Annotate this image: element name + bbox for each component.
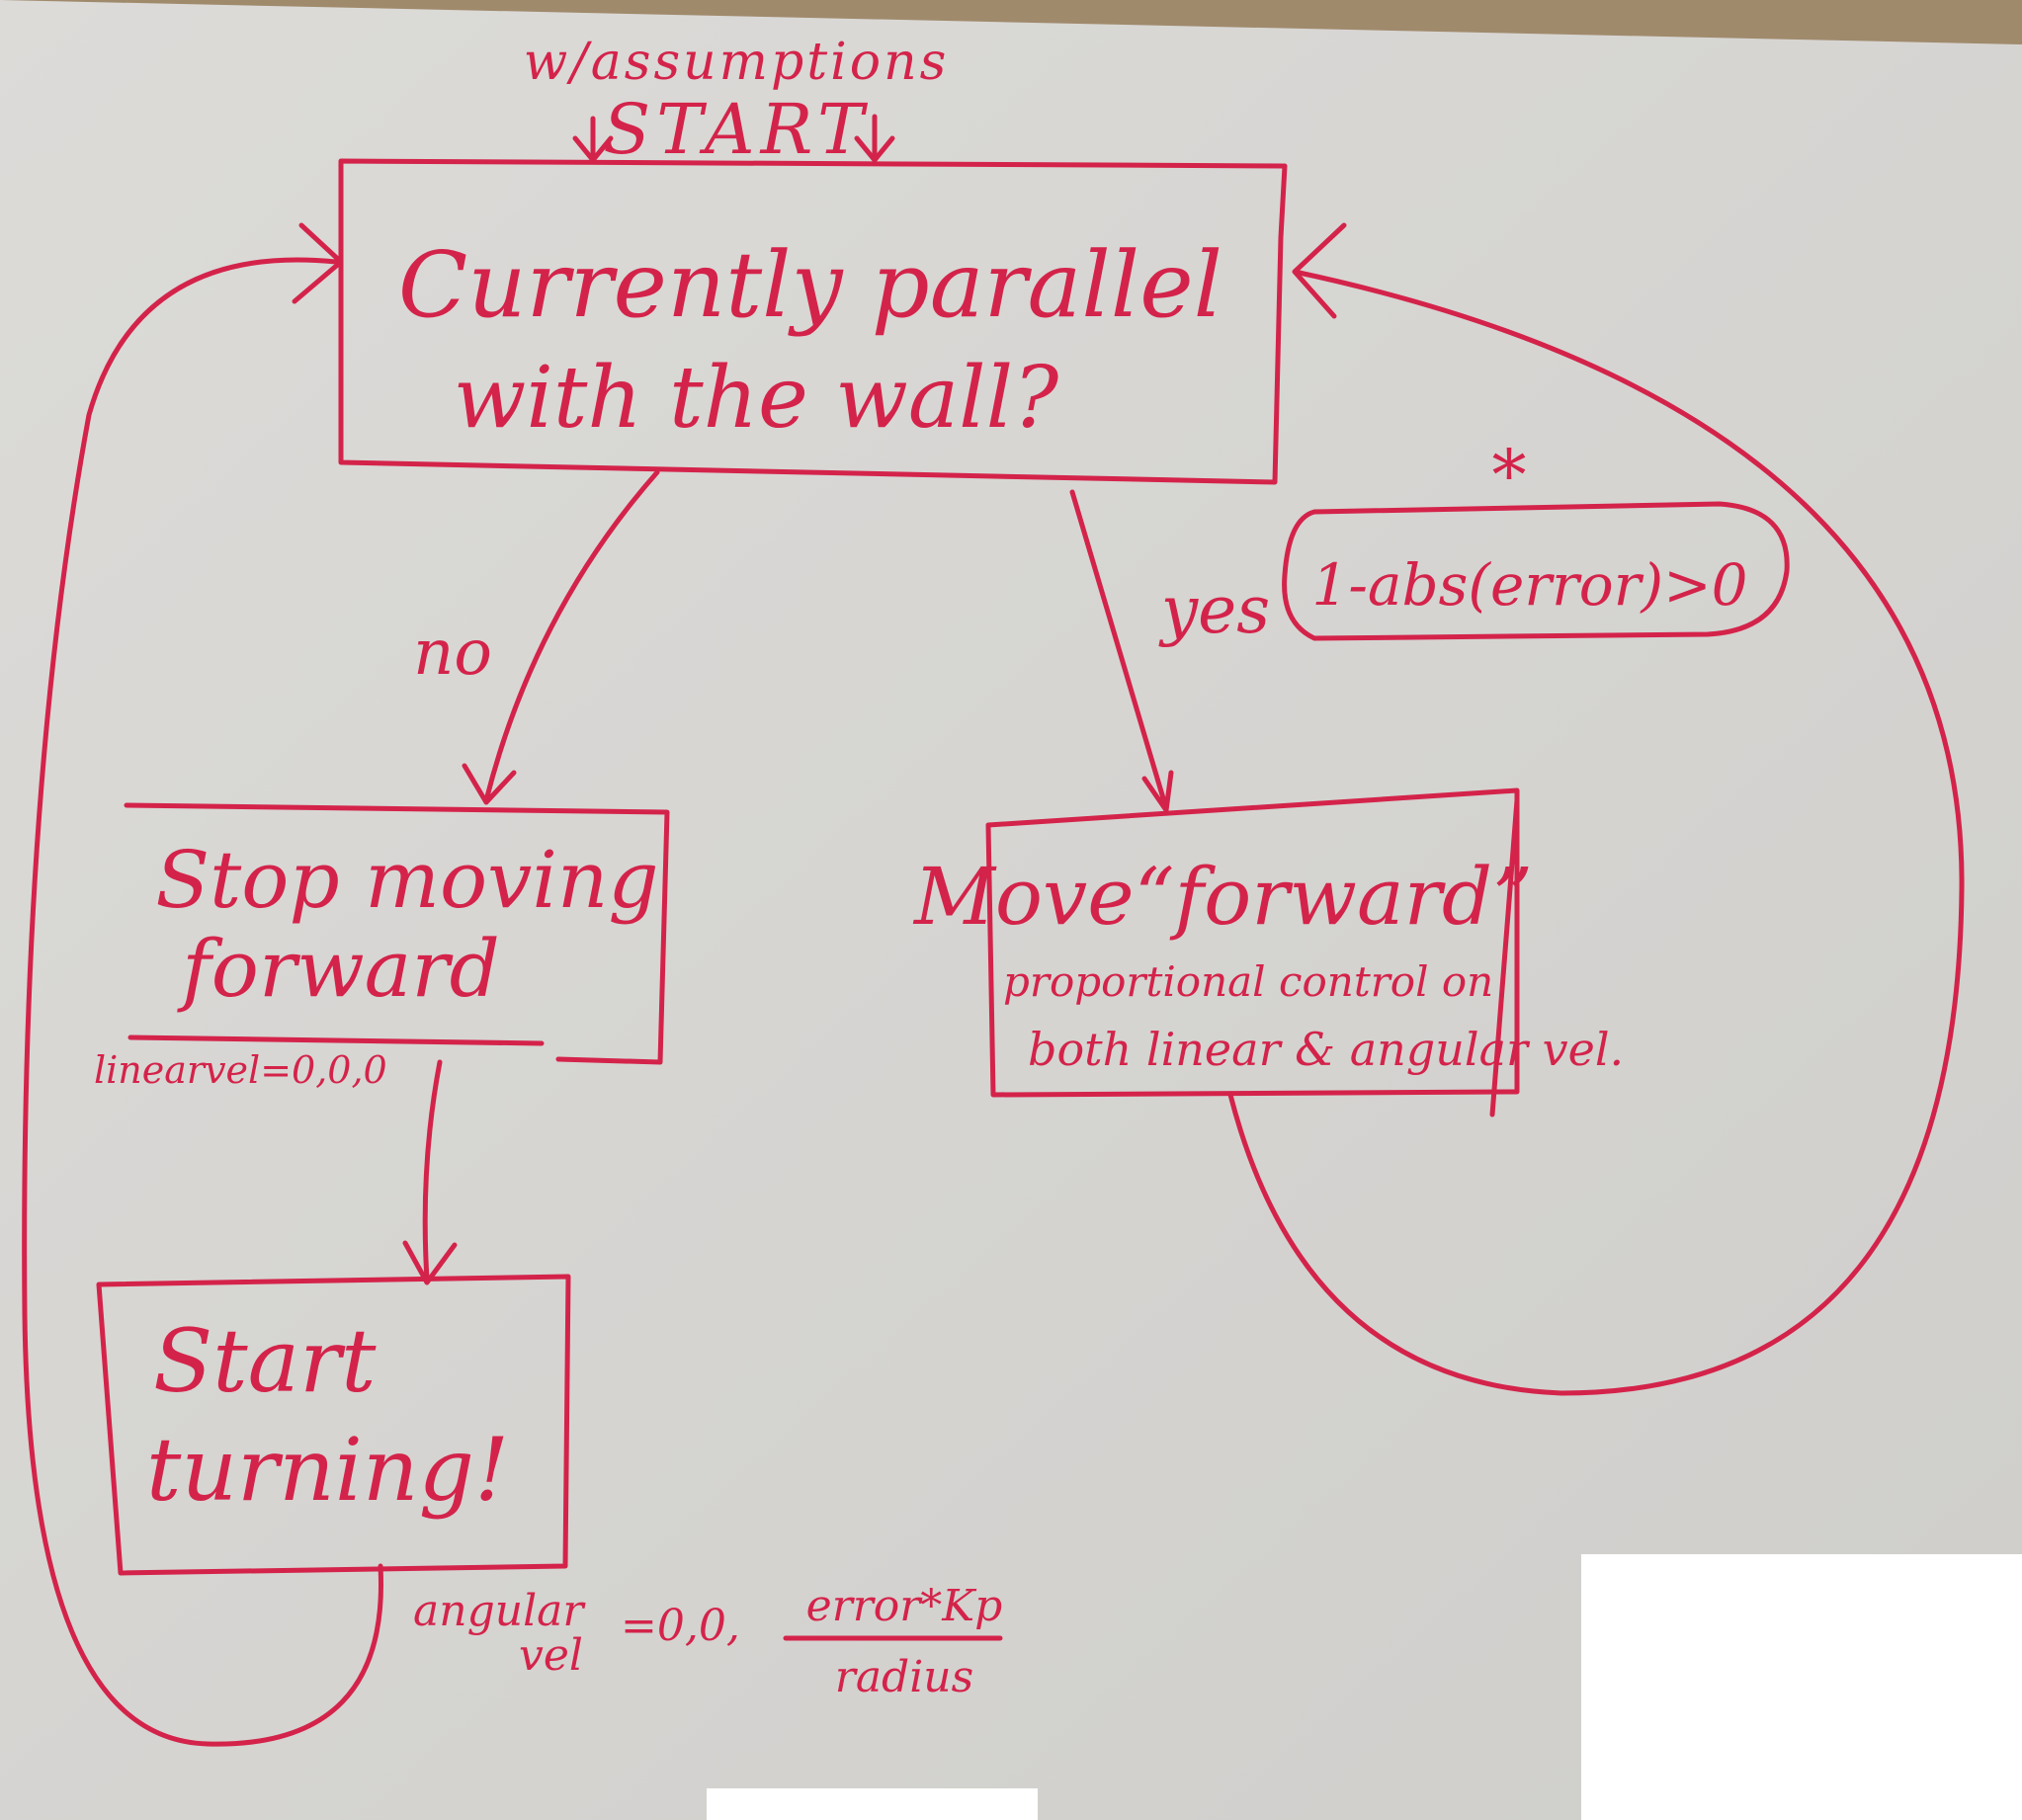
asterisk: *: [1492, 435, 1527, 516]
move-line-2: both linear & angular vel.: [1028, 1023, 1624, 1076]
start-arrow-left: [572, 116, 614, 163]
start-note: w/assumptions: [524, 33, 950, 92]
turn-box: [96, 1274, 571, 1576]
stop-note: linearvel=0,0,0: [94, 1048, 387, 1092]
turn-note-angular: angular: [413, 1586, 586, 1636]
move-line-1: proportional control on: [1003, 957, 1493, 1006]
turn-note-vel: vel: [519, 1630, 583, 1681]
turn-note-denominator: radius: [835, 1652, 973, 1702]
move-loop-arrow: [1227, 222, 1965, 1396]
yes-arrow: [1069, 489, 1174, 813]
blank-patch-right: [1581, 1554, 2022, 1820]
yes-label: yes: [1158, 572, 1270, 648]
move-box-divider: [1489, 797, 1520, 1117]
start-arrow-right: [854, 114, 895, 163]
move-title: Move“forward”: [912, 851, 1533, 943]
stop-line-1: Stop moving: [155, 834, 658, 926]
no-arrow: [462, 469, 660, 805]
turn-note-equals: =0,0,: [621, 1601, 740, 1651]
yes-condition: 1-abs(error)>0: [1311, 551, 1747, 619]
turn-loop-arrow: [22, 222, 384, 1747]
no-label: no: [413, 617, 492, 690]
stop-box: [124, 802, 670, 1065]
decision-line-1: Currently parallel: [398, 232, 1222, 338]
move-box: [985, 787, 1520, 1098]
decision-line-2: with the wall?: [454, 349, 1059, 448]
condition-capsule: [1282, 501, 1790, 641]
turn-line-2: turning!: [146, 1419, 509, 1521]
turn-line-1: Start: [153, 1310, 377, 1412]
start-label: START: [603, 89, 870, 170]
stop-to-turn-arrow: [402, 1059, 458, 1285]
decision-box: [338, 158, 1288, 485]
turn-note-numerator: error*Kp: [806, 1581, 1003, 1631]
blank-patch-bottom: [707, 1788, 1038, 1820]
stop-line-2: forward: [177, 923, 500, 1015]
